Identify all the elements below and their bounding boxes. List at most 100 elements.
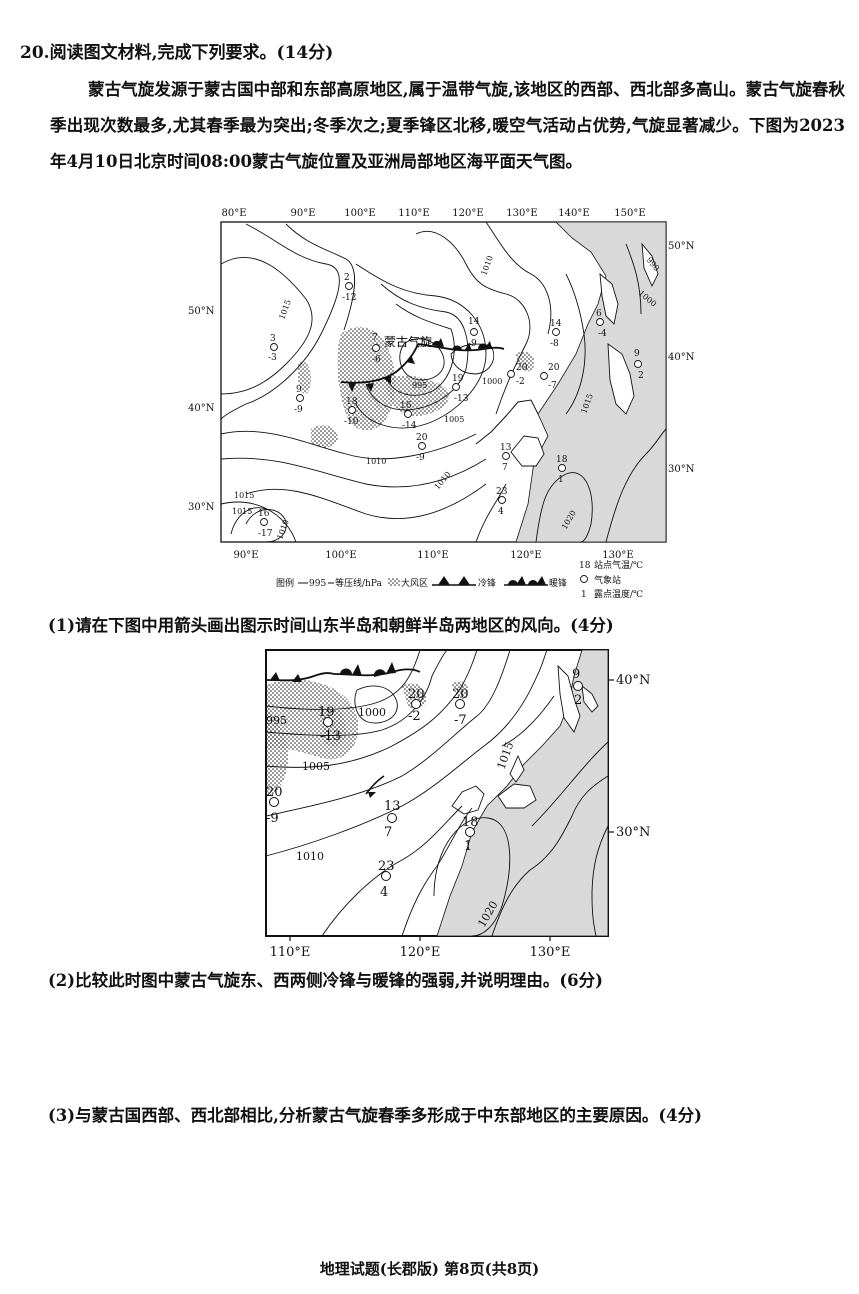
svg-text:-2: -2 (408, 709, 421, 724)
station: 16-14 (400, 401, 417, 431)
warm-front (417, 338, 505, 352)
svg-text:2: 2 (344, 273, 350, 283)
svg-text:1: 1 (558, 475, 564, 485)
svg-text:6: 6 (596, 309, 602, 319)
isobar-label: 1015 (234, 491, 254, 500)
svg-text:9: 9 (634, 349, 640, 359)
top-lon-label: 110°E (398, 208, 429, 219)
bottom-lon-label: 130°E (602, 550, 633, 561)
svg-text:14: 14 (468, 317, 480, 327)
top-lon-label: 80°E (221, 208, 246, 219)
svg-text:16: 16 (258, 509, 270, 519)
question-title: 20.阅读图文材料,完成下列要求。(14分) (20, 43, 334, 63)
svg-text:9: 9 (572, 667, 580, 682)
cold-front (340, 343, 419, 392)
top-lon-label: 130°E (506, 208, 537, 219)
svg-text:18: 18 (346, 397, 358, 407)
isobar-label: 1005 (444, 415, 464, 424)
legend-sample-temp: 18 (579, 561, 591, 571)
station: 14-8 (550, 319, 562, 349)
isobar-label: 995 (412, 381, 427, 390)
station: 20-7 (540, 363, 560, 391)
svg-text:-9: -9 (266, 811, 279, 826)
cyclone-label: 蒙古气旋 (384, 334, 432, 349)
cold-front (265, 672, 335, 682)
sub-question-2: (2)比较此时图中蒙古气旋东、西两侧冷锋与暖锋的强弱,并说明理由。(6分) (48, 971, 603, 990)
bottom-lon-label: 100°E (325, 550, 356, 561)
top-lon-label: 100°E (344, 208, 375, 219)
legend-prefix: 图例 (276, 577, 294, 589)
svg-text:-9: -9 (416, 453, 425, 463)
svg-text:2: 2 (574, 693, 582, 708)
svg-text:-8: -8 (550, 339, 559, 349)
svg-text:19: 19 (452, 374, 464, 384)
isobar-label: 995 (266, 714, 287, 727)
legend-warm-front: 暖锋 (549, 577, 567, 589)
svg-text:20: 20 (548, 363, 560, 373)
weather-map-detail: 995 1000 1005 1010 1015 1020 19-13 20-2 … (265, 649, 650, 960)
station: 18 -10 (344, 397, 359, 427)
legend-station: 气象站 (594, 574, 621, 586)
bottom-lon-label: 120°E (400, 945, 441, 960)
left-lat-label: 50°N (188, 306, 215, 317)
svg-text:20: 20 (516, 363, 528, 373)
warm-front (333, 662, 421, 677)
station: 20-2 (408, 687, 425, 724)
top-lon-label: 150°E (614, 208, 645, 219)
svg-text:20: 20 (452, 687, 469, 702)
svg-text:4: 4 (380, 885, 388, 900)
right-lat-label: 30°N (616, 825, 650, 840)
isobar-label: 1000 (482, 377, 502, 386)
svg-text:-9: -9 (294, 405, 303, 415)
svg-text:7: 7 (384, 825, 392, 840)
sub-question-1: (1)请在下图中用箭头画出图示时间山东半岛和朝鲜半岛两地区的风向。(4分) (48, 616, 614, 635)
svg-text:3: 3 (270, 334, 276, 344)
station: 19-13 (452, 374, 469, 404)
legend-station-temp: 站点气温/℃ (594, 559, 643, 571)
legend-isobar-sample: 995 (309, 579, 326, 589)
svg-text:-9: -9 (468, 339, 477, 349)
svg-text:20: 20 (266, 785, 283, 800)
legend-wind: 大风区 (401, 577, 428, 589)
svg-text:16: 16 (400, 401, 412, 411)
top-lon-label: 120°E (452, 208, 483, 219)
legend-isobar: 等压线/hPa (335, 577, 382, 589)
svg-text:-3: -3 (268, 353, 277, 363)
station: 20 -7 (452, 687, 469, 728)
right-lat-label: 30°N (668, 464, 695, 475)
svg-text:7: 7 (372, 333, 378, 343)
weather-map-main: 80°E 90°E 100°E 110°E 120°E 130°E 140°E … (188, 208, 695, 600)
cold-front (365, 775, 385, 798)
station: 137 (384, 799, 401, 840)
station: 14 -9 (468, 317, 480, 349)
isobar-label: 1005 (302, 760, 330, 773)
station: 3 -3 (268, 334, 278, 363)
legend-dew-point: 露点温度/℃ (594, 588, 643, 600)
svg-text:18: 18 (462, 815, 479, 830)
svg-text:-10: -10 (344, 417, 359, 427)
svg-text:2: 2 (638, 371, 644, 381)
svg-text:20: 20 (416, 433, 428, 443)
station: 7-6 (372, 333, 381, 365)
left-lat-label: 40°N (188, 403, 215, 414)
bottom-lon-label: 110°E (270, 945, 311, 960)
svg-text:-7: -7 (454, 713, 467, 728)
station: 20 -9 (416, 433, 428, 463)
svg-text:-2: -2 (516, 377, 525, 387)
station: 181 (462, 815, 479, 854)
top-lon-label: 140°E (558, 208, 589, 219)
bottom-lon-label: 130°E (530, 945, 571, 960)
station: 20 -9 (266, 785, 283, 826)
svg-text:13: 13 (500, 443, 512, 453)
station: 181 (556, 455, 568, 485)
station: 234 (378, 859, 395, 900)
station: 92 (634, 349, 644, 381)
svg-text:9: 9 (296, 385, 302, 395)
page-footer: 地理试题(长郡版) 第8页(共8页) (319, 1260, 540, 1278)
station: 19-13 (318, 705, 341, 744)
svg-text:19: 19 (318, 705, 335, 720)
bottom-lon-label: 120°E (510, 550, 541, 561)
station: 16-17 (258, 509, 273, 539)
bottom-lon-label: 110°E (417, 550, 448, 561)
station: 92 (572, 667, 583, 708)
